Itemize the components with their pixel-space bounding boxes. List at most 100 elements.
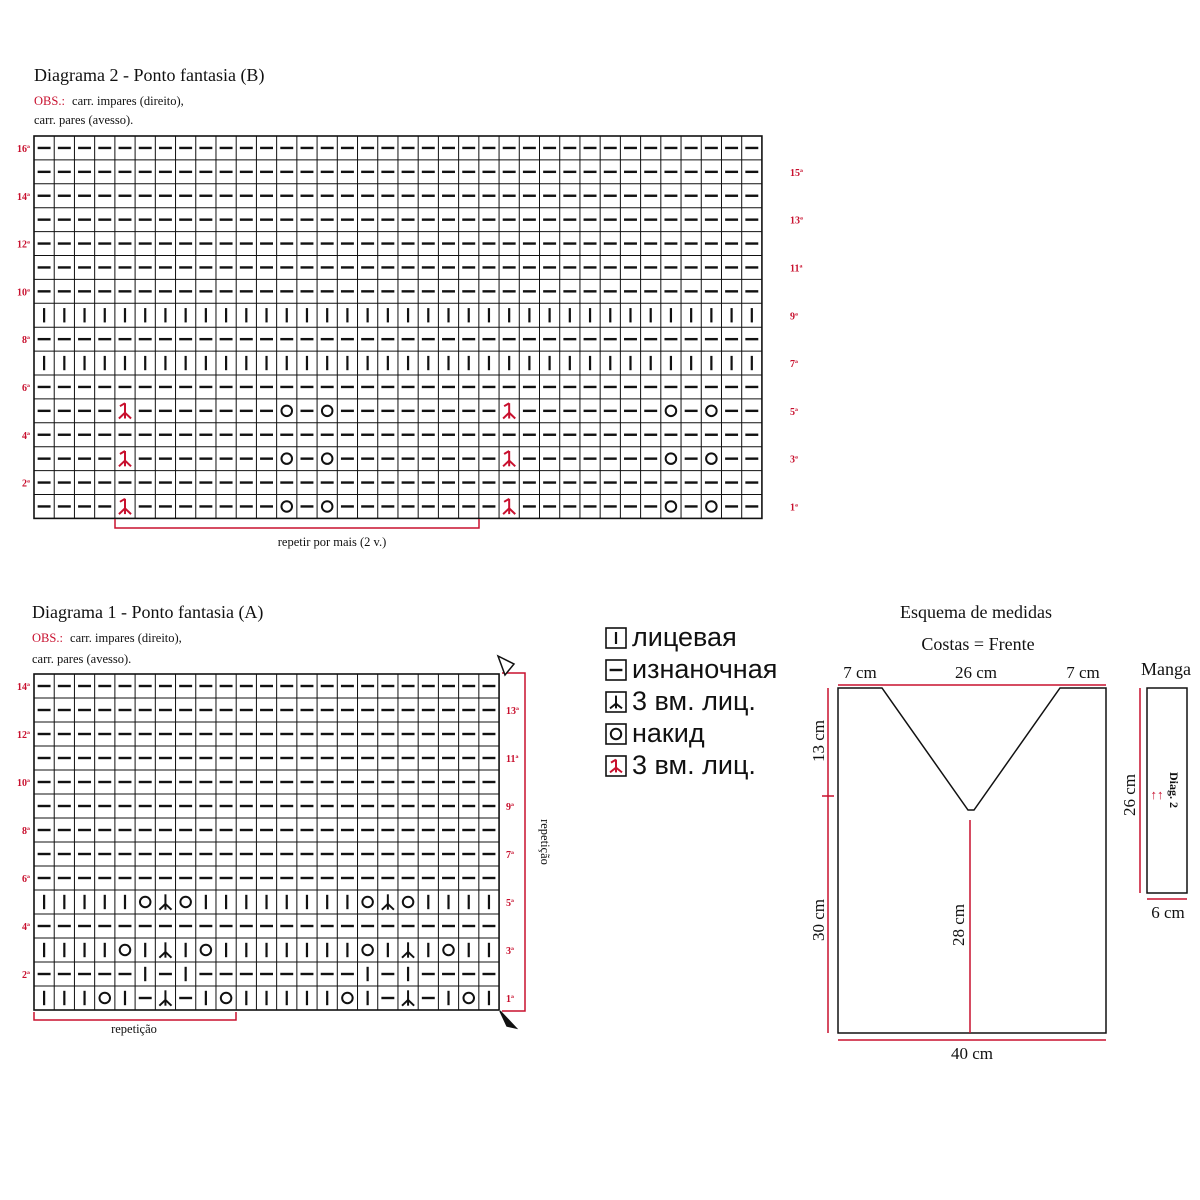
three-together-knit-red-icon [502,497,516,515]
yarn-over-circle-icon [361,895,374,909]
row-number-label: 10ª [17,778,30,789]
legend-item: 3 вм. лиц. [605,686,756,716]
diagram-2-repeat-label: repetir por mais (2 v.) [278,535,387,549]
three-together-knit-icon [381,894,395,911]
row-number-label: 11ª [790,263,802,274]
sleeve-outline [1146,687,1188,894]
yarn-over-circle-icon [118,943,132,957]
yarn-over-circle-icon [442,943,455,957]
diagram-2-obs-line1: carr. impares (direito), [72,94,184,108]
yarn-over-circle-icon [341,991,354,1005]
schema-width-dimension: 40 cm [951,1044,993,1063]
row-number-label: 12ª [17,240,30,251]
sleeve-schema: Manga 26 cm 6 cm Diag. 2 ↑↑ [1120,659,1191,922]
yarn-over-circle-icon [361,943,374,957]
measurement-schema: Esquema de medidas Costas = Frente 7 cm … [809,602,1107,1063]
yarn-over-circle-icon [664,500,678,513]
schema-shoulder-left-dimension: 7 cm [843,663,877,682]
diagram-1-title: Diagrama 1 - Ponto fantasia (A) [32,602,263,623]
three-together-knit-icon [609,695,623,710]
sleeve-pattern-label: Diag. 2 [1167,772,1181,808]
legend-item: 3 вм. лиц. [605,750,756,780]
three-together-knit-red-icon [502,402,516,420]
three-together-knit-icon [158,894,173,911]
diagram-1-start-pointer-icon [499,1010,519,1030]
svg-text:OBS.: carr. impares (dir: OBS.: carr. impares (direito), [32,631,182,645]
yarn-over-circle-icon [664,404,678,418]
schema-v-depth-dimension: 13 cm [809,720,828,762]
diagram-2-obs-line2: carr. pares (avesso). [34,113,133,127]
diagram-1-obs-label: OBS.: [32,631,63,645]
yarn-over-circle-icon [280,452,294,465]
yarn-over-circle-icon [320,452,334,465]
row-number-label: 7ª [506,850,514,861]
row-number-label: 9ª [506,802,514,813]
three-together-knit-red-icon [609,758,623,774]
row-number-label: 11ª [506,754,518,765]
diagram-1: Diagrama 1 - Ponto fantasia (A) OBS.: ca… [17,602,552,1036]
three-together-knit-icon [401,990,415,1007]
diagram-1-bottom-repeat-bracket [33,1012,237,1021]
row-number-label: 12ª [17,730,30,741]
three-together-knit-icon [158,990,173,1007]
sleeve-height-dimension: 26 cm [1120,774,1139,816]
yarn-over-circle-icon [705,500,718,513]
yarn-over-circle-icon [664,452,678,465]
diagram-2-grid [33,135,763,520]
row-number-label: 14ª [17,192,30,203]
legend-item-label: накид [632,718,705,748]
diagram-1-side-repeat-label: repetição [538,819,552,865]
row-number-label: 14ª [17,682,30,693]
row-number-label: 4ª [22,431,30,442]
sleeve-title: Manga [1141,659,1191,679]
sleeve-width-dimension: 6 cm [1151,903,1185,922]
row-number-label: 6ª [22,874,30,885]
yarn-over-circle-icon [179,895,192,909]
diagram-1-side-repeat-bracket [502,672,526,1012]
three-together-knit-icon [158,942,173,959]
legend-item-label: 3 вм. лиц. [632,686,756,716]
row-number-label: 5ª [506,898,514,909]
legend-item-label: лицевая [632,622,737,652]
row-number-label: 1ª [506,994,514,1005]
yarn-over-circle-icon [320,404,334,418]
row-number-label: 5ª [790,407,798,418]
row-number-label: 2ª [22,970,30,981]
svg-text:OBS.: carr. impares (dir: OBS.: carr. impares (direito), [34,94,184,108]
diagram-1-grid [33,673,500,1011]
row-number-label: 10ª [17,287,30,298]
three-together-knit-red-icon [118,497,132,515]
row-number-label: 7ª [790,359,798,370]
diagram-2: Diagrama 2 - Ponto fantasia (B) OBS.: ca… [17,65,803,549]
yarn-over-circle-icon [98,991,112,1005]
yarn-over-circle-icon [609,727,623,741]
diagram-2-repeat-bracket [114,519,480,529]
yarn-over-circle-icon [462,991,475,1005]
yarn-over-circle-icon [401,895,415,909]
legend-item: накид [605,718,705,748]
diagram-2-title: Diagrama 2 - Ponto fantasia (B) [34,65,264,86]
row-number-label: 8ª [22,335,30,346]
yarn-over-circle-icon [138,895,152,909]
schema-center-dimension: 28 cm [949,904,968,946]
row-number-label: 3ª [506,946,514,957]
yarn-over-circle-icon [705,452,718,465]
row-number-label: 13ª [790,216,803,227]
legend-item: изнаночная [605,654,777,684]
sleeve-direction-arrows-icon: ↑↑ [1151,787,1164,802]
schema-lower-dimension: 30 cm [809,899,828,941]
row-number-label: 1ª [790,502,798,513]
row-number-label: 3ª [790,455,798,466]
legend-item-label: 3 вм. лиц. [632,750,756,780]
legend-item-label: изнаночная [632,654,777,684]
legend-symbol-box [605,723,627,745]
schema-shoulder-right-dimension: 7 cm [1066,663,1100,682]
row-number-label: 6ª [22,383,30,394]
yarn-over-circle-icon [280,500,294,513]
yarn-over-circle-icon [199,943,213,957]
